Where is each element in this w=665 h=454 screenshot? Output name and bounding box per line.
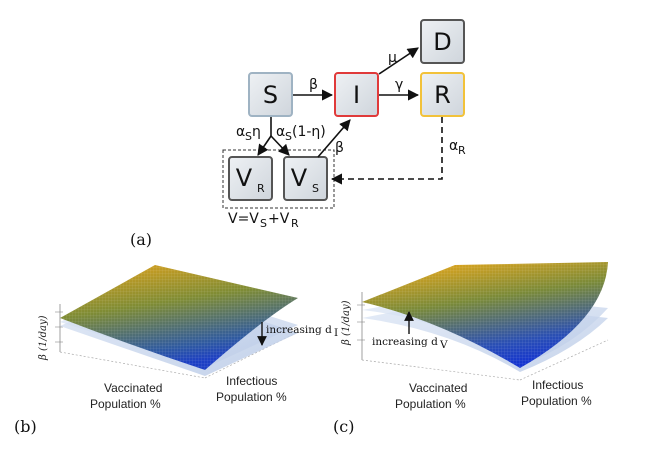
panel-b-xlabel-right-1: Infectious (226, 374, 277, 388)
arrow-s-to-vr (257, 135, 272, 156)
compartment-diagram: S I R D V R V S β (130, 19, 466, 249)
svg-text:V: V (439, 339, 448, 351)
panel-a-label: (a) (130, 230, 152, 249)
svg-text:increasing d: increasing d (266, 324, 332, 336)
compartment-r-label: R (434, 81, 451, 109)
compartment-r: R (420, 72, 465, 117)
arrow-i-to-d (378, 47, 419, 75)
svg-text:α: α (276, 124, 285, 140)
panel-c-label: (c) (333, 417, 354, 436)
rate-alpha-s-one-minus-eta: α S (1-η) (276, 124, 326, 143)
arrow-r-to-vs (330, 117, 443, 185)
compartment-vr-sub: R (257, 182, 265, 195)
svg-text:S: S (245, 130, 252, 143)
svg-text:α: α (449, 138, 458, 154)
rate-alpha-r: α R (449, 138, 466, 157)
svg-text:S: S (260, 217, 267, 230)
panel-b-y-axis (204, 331, 299, 379)
panel-b-x-axis (59, 351, 206, 379)
svg-text:η: η (252, 124, 261, 140)
svg-text:+V: +V (268, 211, 290, 227)
compartment-s-label: S (263, 81, 278, 109)
panel-c-xlabel-left-2: Population % (395, 397, 466, 411)
svg-text:I: I (334, 327, 338, 339)
compartment-vs: V S (283, 156, 328, 201)
panel-b-surface-plot: increasing d I β (1/day) Vaccinated Popu… (14, 265, 338, 436)
panel-b-label: (b) (14, 417, 37, 436)
compartment-vs-sub: S (312, 182, 319, 195)
svg-text:α: α (236, 124, 245, 140)
compartment-s: S (248, 72, 293, 117)
compartment-i: I (334, 72, 379, 117)
svg-text:(1-η): (1-η) (292, 124, 326, 140)
compartment-vs-label: V (291, 164, 308, 192)
panel-b-xlabel-left-2: Population % (90, 397, 161, 411)
panel-c-x-axis (361, 359, 521, 381)
rate-mu: μ (388, 50, 397, 66)
panel-c-ylabel: β (1/day) (341, 300, 352, 346)
compartment-vr-label: V (236, 164, 253, 192)
panel-b-xlabel-right-2: Population % (216, 390, 287, 404)
panel-c-surface-plot: increasing d V β (1/day) Vaccinated Popu… (333, 262, 609, 436)
panel-c-xlabel-right-1: Infectious (532, 378, 583, 392)
rate-alpha-s-eta: α S η (236, 124, 261, 143)
panel-b-ylabel: β (1/day) (38, 315, 49, 361)
arrow-s-to-vs (270, 135, 290, 156)
compartment-vr: V R (228, 156, 273, 201)
panel-b-xlabel-left-1: Vaccinated (104, 381, 162, 395)
panel-c-y-axis (519, 339, 609, 381)
panel-c-annotation: increasing d V (372, 336, 448, 351)
svg-text:R: R (458, 144, 466, 157)
svg-text:R: R (291, 217, 299, 230)
arrow-vs-to-i (317, 119, 351, 158)
svg-text:increasing d: increasing d (372, 336, 438, 348)
compartment-i-label: I (353, 81, 360, 109)
rate-beta-si: β (309, 77, 318, 93)
rate-beta-vs: β (335, 140, 344, 156)
svg-text:S: S (285, 130, 292, 143)
panel-c-xlabel-left-1: Vaccinated (409, 381, 467, 395)
panel-c-xlabel-right-2: Population % (521, 394, 592, 408)
compartment-d-label: D (433, 28, 451, 56)
panel-b-annotation: increasing d I (266, 324, 338, 339)
svg-text:V=V: V=V (228, 211, 259, 227)
v-equation: V=V S +V R (228, 211, 299, 230)
compartment-d: D (420, 19, 465, 64)
rate-gamma: γ (395, 77, 403, 93)
